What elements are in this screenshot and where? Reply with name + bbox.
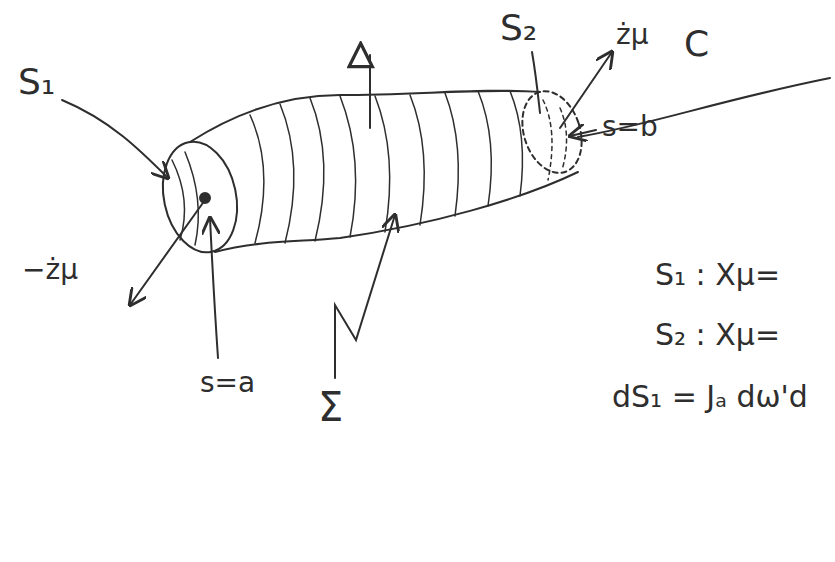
leader-line: [570, 130, 596, 136]
math-label: S₂: [500, 8, 537, 48]
math-label: S₁: [18, 62, 55, 102]
normal-arrow: [369, 55, 371, 128]
math-label: s=a: [200, 368, 255, 399]
math-label: C: [684, 24, 709, 64]
math-label: s=b: [602, 112, 658, 143]
leader-line: [62, 100, 168, 178]
math-label: Σ: [318, 385, 343, 429]
math-label: S₂ : Xμ=: [655, 318, 780, 351]
leader-line: [532, 52, 540, 113]
math-label: żμ: [616, 20, 649, 51]
point: [200, 193, 210, 203]
leader-line: [210, 218, 218, 358]
leader-line: [335, 215, 395, 378]
end-cap: [153, 135, 247, 260]
math-label: S₁ : Xμ=: [655, 258, 780, 291]
tube-edge: [215, 172, 578, 252]
math-label: −żμ: [22, 255, 78, 286]
math-label: dS₁ = Jₐ dω'd: [612, 380, 808, 413]
velocity-arrow: [130, 200, 205, 305]
tube-edge: [190, 91, 540, 142]
